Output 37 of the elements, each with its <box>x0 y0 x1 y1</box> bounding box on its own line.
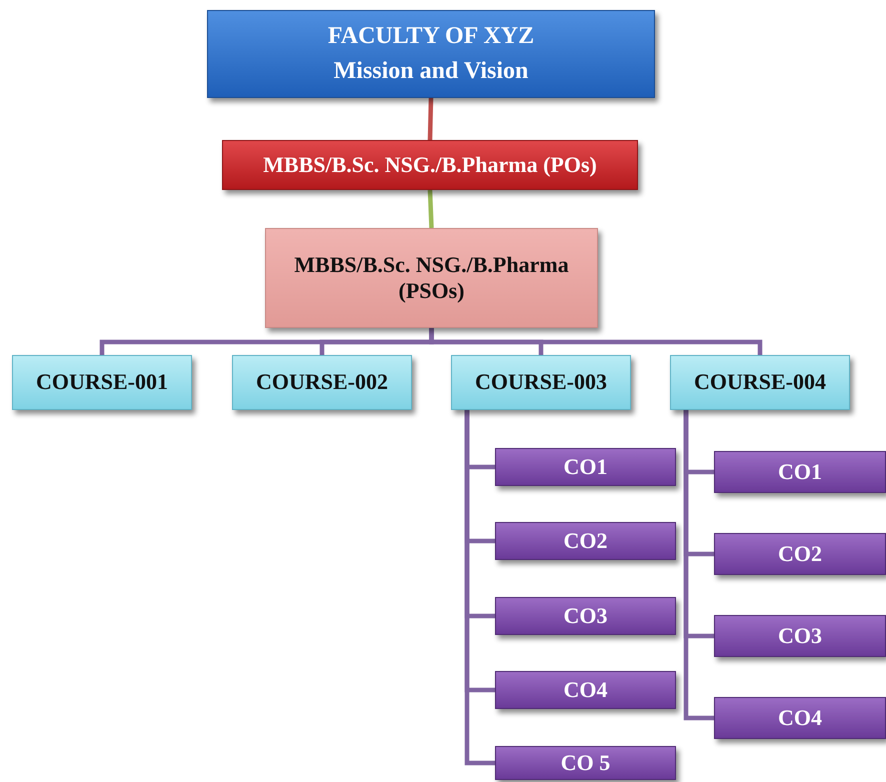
course-box <box>451 355 631 410</box>
box-label: MBBS/B.Sc. NSG./B.Pharma (POs) <box>263 152 597 178</box>
connector-line <box>428 190 434 228</box>
box-label: COURSE-004 <box>694 369 826 396</box>
connector-line <box>429 328 762 355</box>
course-box <box>670 355 850 410</box>
box-label: COURSE-002 <box>256 369 388 396</box>
box-label: CO2 <box>564 528 608 554</box>
course-outcome-box <box>495 746 676 780</box>
header-box <box>207 10 655 98</box>
course-outcome-box <box>495 448 676 486</box>
box-label: CO1 <box>778 458 822 486</box>
course-outcome-box <box>714 697 886 739</box>
box-label: CO3 <box>778 622 822 650</box>
connector-line <box>684 410 714 720</box>
course-outcome-box <box>714 615 886 657</box>
course-outcome-box <box>495 597 676 635</box>
box-label: CO 5 <box>560 750 610 776</box>
faculty-heading: FACULTY OF XYZ <box>328 22 534 51</box>
course-outcome-box <box>714 533 886 575</box>
box-label: CO4 <box>564 676 608 704</box>
box-label: COURSE-003 <box>474 369 607 396</box>
course-outcome-box <box>495 671 676 709</box>
program-specific-outcomes-box <box>265 228 598 328</box>
course-box <box>232 355 412 410</box>
box-label: CO1 <box>564 454 608 480</box>
box-label: COURSE-001 <box>36 369 168 396</box>
box-label: CO2 <box>778 540 822 568</box>
course-outcome-box <box>714 451 886 493</box>
course-box <box>12 355 192 410</box>
program-outcomes-box <box>222 140 638 190</box>
box-label: CO4 <box>778 704 822 732</box>
box-label: CO3 <box>564 602 608 630</box>
box-label: MBBS/B.Sc. NSG./B.Pharma (PSOs) <box>293 252 570 304</box>
connector-line <box>428 98 434 140</box>
course-outcome-box <box>495 522 676 560</box>
mission-subheading: Mission and Vision <box>334 57 528 86</box>
